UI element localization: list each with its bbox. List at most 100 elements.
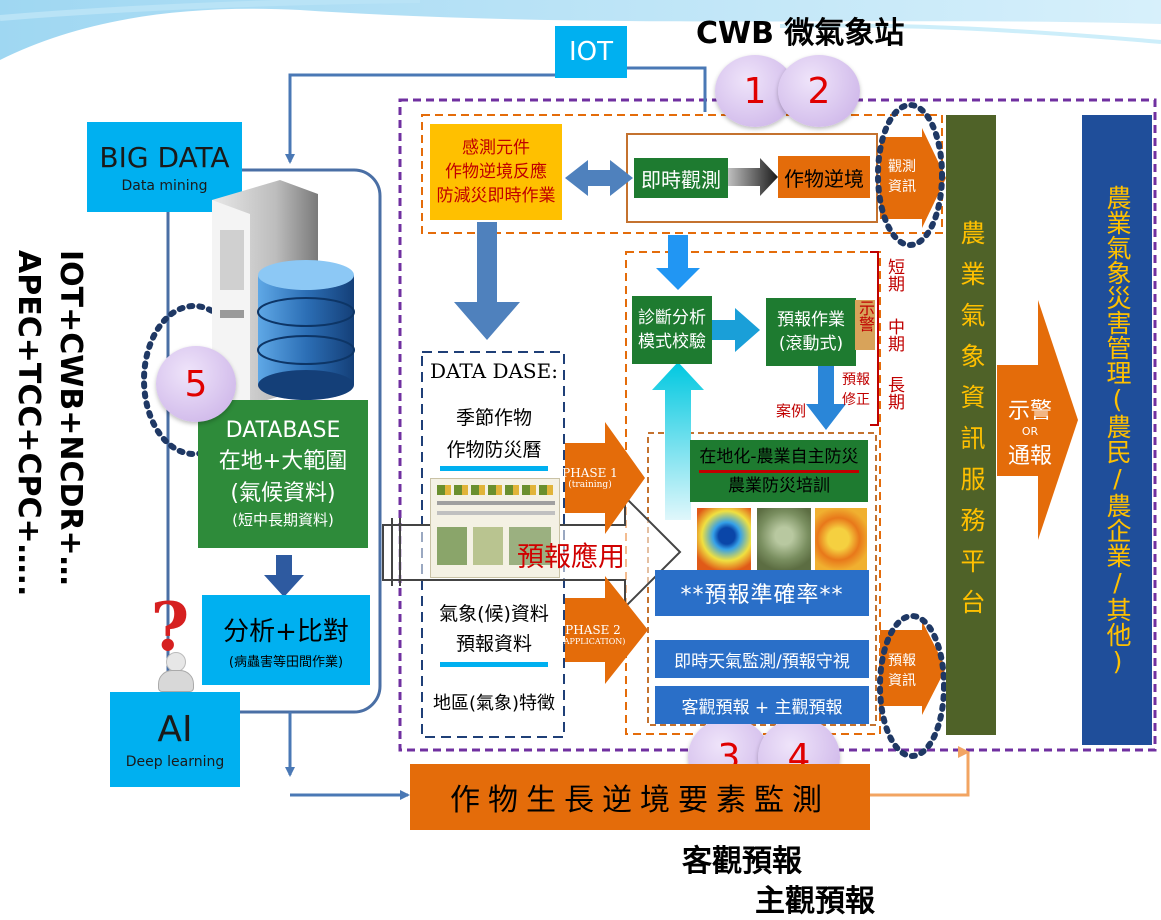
phase1-title: PHASE 1: [562, 466, 618, 480]
bigdata-subtitle: Data mining: [121, 177, 208, 194]
diagram-title: CWB 微氣象站: [696, 16, 905, 51]
realtime-observation-box: 即時觀測: [634, 158, 728, 198]
analysis-subtitle: (病蟲害等田間作業): [228, 654, 344, 670]
iot-label: IOT: [555, 26, 627, 78]
realtime-monitoring-bar: 即時天氣監測/預報守視: [655, 640, 869, 678]
objective-forecast-label: 客觀預報: [682, 844, 802, 879]
disaster-management-label: 農業氣象災害管理(農民/農企業/其他): [1103, 184, 1132, 676]
sensor-line-1: 感測元件: [462, 138, 530, 158]
forecast-info-arrow: [880, 621, 946, 715]
phase1-label: PHASE 1 (training): [562, 458, 618, 498]
obs-down-arrow: [656, 235, 700, 290]
database-panel-frame: [421, 351, 565, 738]
sensor-box: 感測元件 作物逆境反應 防減災即時作業: [430, 124, 562, 220]
case-label: 案例: [776, 402, 807, 420]
service-platform-label: 農業氣象資訊服務平台: [957, 220, 986, 630]
diagnosis-line-1: 診斷分析: [638, 308, 706, 328]
regional-feature-label: 地區(氣象)特徵: [432, 693, 556, 714]
question-figure-icon: ?: [136, 588, 204, 692]
season-crop-label: 季節作物: [455, 406, 532, 429]
database-down-arrow: [264, 555, 304, 597]
crop-stress-monitor-bar: 作物生長逆境要素監測: [410, 764, 870, 830]
diagnosis-line-2: 模式校驗: [638, 332, 706, 352]
ai-title: AI: [157, 709, 193, 750]
marker-2: 2: [778, 55, 860, 127]
obs-info-arrow: [880, 128, 946, 228]
bidirectional-arrow: [565, 160, 633, 196]
obs-info-label: 觀測 資訊: [880, 150, 924, 204]
monitor-to-platform-line: [870, 746, 970, 797]
phase2-label: PHASE 2 (APPLICATION): [560, 614, 626, 654]
obs-info-line-1: 觀測: [888, 159, 916, 175]
database-cylinder-icon: [257, 260, 355, 400]
fruit-image: [757, 508, 811, 570]
forecast-fix-line-2: 修正: [842, 392, 870, 408]
training-box: 在地化-農業自主防災 農業防災培訓: [690, 440, 868, 502]
forecast-info-line-2: 資訊: [888, 673, 916, 689]
sources-line-2: APEC+TCC+CPC+…..: [11, 250, 46, 597]
forecast-fix-line-1: 預報: [842, 372, 870, 388]
crop-stress-box: 作物逆境: [778, 156, 870, 198]
forecast-data-label: 預報資料: [455, 632, 532, 655]
analysis-box: 分析+比對 (病蟲害等田間作業): [202, 595, 370, 685]
analysis-title: 分析+比對: [223, 616, 349, 647]
marker-5: 5: [156, 346, 236, 422]
forecast-data-underline: [440, 662, 548, 667]
or-label: OR: [1021, 424, 1039, 438]
weather-map-image-1: [697, 508, 751, 570]
crop-calendar-image: [430, 478, 560, 578]
database-line-2: 在地+大範圍: [218, 449, 348, 474]
subjective-forecast-label: 主觀預報: [755, 884, 875, 919]
sources-column: IOT+CWB+NCDR+… APEC+TCC+CPC+…..: [0, 250, 90, 700]
ai-box: AI Deep learning: [110, 692, 240, 787]
diagnosis-to-forecast-arrow: [712, 308, 760, 352]
server-icon: [212, 180, 355, 405]
down-arrow-to-database: [454, 222, 520, 340]
mid-term-label: 中期: [884, 318, 904, 352]
forecast-accuracy-bar: **預報準確率**: [655, 570, 869, 616]
service-platform-column: 農業氣象資訊服務平台: [946, 115, 996, 735]
highlight-ellipse-forecast: [877, 613, 947, 759]
term-bracket: [870, 251, 879, 426]
database-line-3: (氣候資料): [230, 481, 336, 506]
training-line-2: 農業防災培訓: [728, 475, 830, 496]
phase1-sub: (training): [568, 480, 612, 490]
disaster-calendar-label: 作物防災曆: [446, 438, 542, 461]
long-term-label: 長期: [884, 376, 904, 410]
iot-loop-line: [620, 66, 707, 112]
climate-data-label: 氣象(候)資料: [439, 602, 549, 625]
disaster-management-column: 農業氣象災害管理(農民/農企業/其他): [1082, 115, 1152, 745]
phase2-title: PHASE 2: [565, 622, 621, 637]
short-term-label: 短期: [884, 258, 904, 292]
phase2-arrow: [565, 576, 648, 684]
forecast-correction-label: 預報 修正: [838, 368, 874, 412]
database-line-4: (短中長期資料): [232, 511, 334, 529]
warning-side-label: 示警: [855, 300, 875, 350]
sensor-line-3: 防減災即時作業: [436, 186, 556, 206]
phase2-sub: (APPLICATION): [560, 636, 626, 646]
forecast-op-line-2: (滾動式): [778, 334, 844, 354]
weather-map-image-2: [815, 508, 867, 570]
phase1-arrow: [565, 422, 645, 534]
bigdata-title: BIG DATA: [99, 140, 230, 174]
forecast-info-label: 預報 資訊: [880, 644, 924, 698]
database-line-1: DATABASE: [225, 418, 341, 443]
objective-subjective-bar: 客觀預報 + 主觀預報: [655, 686, 869, 724]
warning-arrow: [997, 300, 1078, 540]
data-base-title: DATA DASE:: [430, 359, 558, 383]
iot-to-bigdata-line: [285, 73, 558, 164]
sources-line-1: IOT+CWB+NCDR+…: [53, 250, 88, 586]
ai-subtitle: Deep learning: [125, 754, 225, 770]
forecast-info-line-1: 預報: [888, 653, 916, 669]
sensor-line-2: 作物逆境反應: [445, 162, 547, 182]
bigdata-box: BIG DATA Data mining: [87, 122, 242, 212]
forecast-down-arrow: [806, 366, 846, 430]
highlight-ellipse-obs: [875, 102, 945, 248]
calendar-underline: [440, 466, 548, 471]
training-line-1: 在地化-農業自主防災: [699, 444, 859, 473]
question-mark-icon: ?: [150, 588, 190, 666]
obs-info-line-2: 資訊: [888, 179, 916, 195]
report-label: 通報: [1007, 443, 1052, 469]
forecast-application-label: 預報應用: [517, 541, 625, 573]
